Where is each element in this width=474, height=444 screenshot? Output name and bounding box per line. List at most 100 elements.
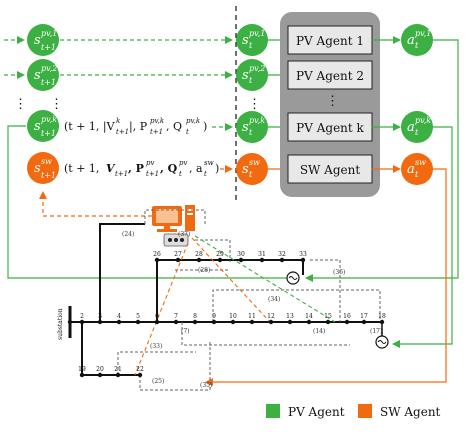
next-state-pv1-sup: pv,1 <box>41 29 57 38</box>
legend-sw-label: SW Agent <box>380 405 441 419</box>
top-node-33 <box>300 257 306 263</box>
tuple-sw-p: , P <box>128 162 144 175</box>
state-vdots: ⋮ <box>248 97 261 112</box>
pv-agent-2-box <box>287 60 373 90</box>
pc-tower-slot-1 <box>187 209 193 211</box>
sw-signal-line-2 <box>134 242 189 376</box>
state-pv1-base: s <box>242 33 249 48</box>
state-node-pv1 <box>236 24 268 56</box>
top-node-32 <box>279 257 285 263</box>
main-node-6 <box>154 319 160 325</box>
main-node-3 <box>97 319 103 325</box>
main-node-label-14: 14 <box>305 313 313 320</box>
tie-label-33: (33) <box>150 343 162 350</box>
action-pvk-base: a <box>407 120 415 135</box>
top-node-label-26: 26 <box>153 251 161 258</box>
top-node-30 <box>238 257 244 263</box>
tuple-sw-close: ) <box>215 162 219 175</box>
action-sw-sup: sw <box>415 158 426 167</box>
main-node-label-6: 6 <box>155 313 159 320</box>
agent-to-action-arrows <box>372 36 401 173</box>
top-node-label-27: 27 <box>174 251 182 258</box>
tuple-sw-v-sub: t+1 <box>115 170 128 178</box>
substation-label: substation <box>57 308 64 340</box>
main-node-1 <box>67 319 73 325</box>
tuple-pv-q: , Q <box>166 120 182 133</box>
state-pvk-sup: pv,k <box>249 116 265 125</box>
tie-label-37: (37) <box>178 231 190 238</box>
main-node-label-2: 2 <box>80 313 84 320</box>
action-pv1-sup: pv,1 <box>415 29 431 38</box>
pc-tower <box>185 205 195 231</box>
legend: PV Agent SW Agent <box>266 404 441 419</box>
next-state-sw-sup: sw <box>41 157 52 166</box>
pc-tower-slot-2 <box>187 213 193 215</box>
pv-agent-2-label: PV Agent 2 <box>296 69 364 83</box>
state-pv1-sup: pv,1 <box>249 29 265 38</box>
action-node-pvk <box>401 111 433 143</box>
main-node-11 <box>249 319 255 325</box>
state-node-sw <box>236 153 268 185</box>
top-node-28 <box>196 257 202 263</box>
tie-label-17: (17) <box>370 328 382 335</box>
next-state-node-pv1 <box>27 24 59 56</box>
next-state-pvk-base: s <box>34 119 41 134</box>
next-state-sw-sub: t+1 <box>41 171 56 180</box>
transition-arrows <box>60 36 233 173</box>
sw-observation-tuple: (t + 1, V t+1 , P pv t+1 , Q pv t , a sw… <box>64 159 219 178</box>
main-node-label-11: 11 <box>248 313 256 320</box>
tie-line-37 <box>195 239 231 262</box>
device-dot-1 <box>168 238 172 242</box>
next-state-pv2-sup: pv,2 <box>41 64 57 73</box>
bottom-node-22 <box>137 372 143 378</box>
next-state-pv2-sub: t+1 <box>41 78 56 87</box>
tie-lines <box>117 209 381 391</box>
top-node-26 <box>154 257 160 263</box>
computer-icon <box>152 205 195 247</box>
next-state-pvk-sup: pv,k <box>41 115 57 124</box>
legend-pv-label: PV Agent <box>288 405 345 419</box>
top-node-31 <box>259 257 265 263</box>
agent-panel: PV Agent 1 PV Agent 2 ⋮ PV Agent k SW Ag… <box>280 12 380 197</box>
next-state-node-pv2 <box>27 59 59 91</box>
feedback-pv1-to-grid <box>305 39 459 282</box>
tie-line-25 <box>139 340 211 391</box>
bottom-node-label-19: 19 <box>78 366 86 373</box>
device-dot-2 <box>174 238 178 242</box>
main-node-2 <box>79 319 85 325</box>
pv-agent-1-box <box>287 25 373 55</box>
feedback-pvk-to-grid <box>392 126 453 348</box>
main-node-label-4: 4 <box>117 313 121 320</box>
main-node-18 <box>379 319 385 325</box>
main-node-label-13: 13 <box>286 313 294 320</box>
sw-agent-box <box>287 154 373 184</box>
tuple-sw-v: V <box>106 162 116 175</box>
agent-vdots: ⋮ <box>326 94 339 109</box>
top-node-label-31: 31 <box>258 251 266 258</box>
tie-line-24 <box>144 209 206 224</box>
tuple-sw-open: (t + 1, <box>64 162 99 175</box>
tuple-sw-a: , a <box>189 162 203 175</box>
tuple-pv-mid: |, P <box>129 120 148 134</box>
current-state-column: s t pv,1 s t pv,2 ⋮ s t pv,k s t sw <box>236 24 268 185</box>
tie-label-25: (25) <box>152 378 164 385</box>
action-node-pv1 <box>401 24 433 56</box>
feedback-sw-to-grid <box>205 168 447 386</box>
tie-label-36: (36) <box>333 269 345 276</box>
branch-23-25 <box>99 223 145 322</box>
top-node-label-28: 28 <box>195 251 203 258</box>
action-sw-sub: t <box>415 170 419 179</box>
main-node-label-18: 18 <box>378 313 386 320</box>
pv-agent-k-label: PV Agent k <box>296 121 364 135</box>
left-vdots: ⋮ <box>14 97 27 112</box>
action-pvk-sup: pv,k <box>415 116 431 125</box>
tuple-sw-a-sub: t <box>204 170 207 178</box>
main-node-label-15: 15 <box>324 313 332 320</box>
tuple-pv-q-sub: t <box>186 128 189 136</box>
action-sw-base: a <box>407 162 415 177</box>
tuple-sw-p-sub: t+1 <box>146 170 159 178</box>
tie-label-7: (7) <box>181 328 190 335</box>
bottom-node-21 <box>115 372 121 378</box>
